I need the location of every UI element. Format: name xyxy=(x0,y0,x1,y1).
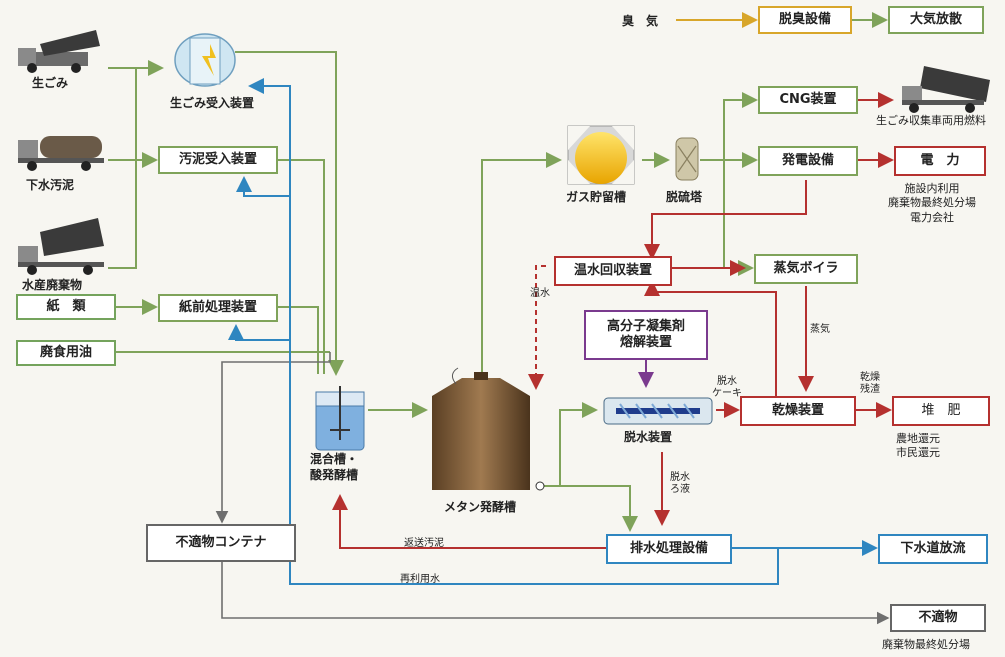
paper-pretreatment-box: 紙前処理装置 xyxy=(158,294,278,322)
input-odor-label: 臭 気 xyxy=(622,14,659,28)
dewatering-label: 脱水装置 xyxy=(624,430,673,444)
filtrate-flow-label-1: 脱水 xyxy=(670,472,690,483)
cake-flow-label: 脱水 ケーキ xyxy=(712,376,742,400)
cake-flow-label-2: ケーキ xyxy=(712,388,742,399)
output-atmosphere-box: 大気放散 xyxy=(888,6,984,34)
compost-use-note-2: 市民還元 xyxy=(896,446,940,460)
mixing-tank-label-line1: 混合槽・ xyxy=(310,452,359,466)
output-compost-box: 堆 肥 xyxy=(892,396,990,426)
garbage-receiver-icon xyxy=(174,33,236,87)
gas-holder-icon xyxy=(567,125,635,185)
steam-boiler-box: 蒸気ボイラ xyxy=(754,254,858,284)
dryer-box: 乾燥装置 xyxy=(740,396,856,426)
polymer-dissolver-line2: 熔解装置 xyxy=(619,335,672,350)
input-sewage-sludge-label: 下水汚泥 xyxy=(26,178,75,192)
filtrate-flow-label-2: ろ液 xyxy=(670,484,690,495)
collection-truck-icon xyxy=(902,66,990,113)
mixing-tank-label-line2: 酸発酵槽 xyxy=(310,467,359,482)
unsuitable-use-note: 廃棄物最終処分場 xyxy=(882,638,970,651)
dump-truck-icon xyxy=(18,218,104,275)
desulfurizer-label: 脱硫塔 xyxy=(666,190,703,204)
input-paper: 紙 類 xyxy=(16,294,116,320)
power-use-note-3: 電力会社 xyxy=(910,210,954,224)
cng-use-note: 生ごみ収集車両用燃料 xyxy=(876,114,986,127)
methane-tank-icon xyxy=(432,367,545,491)
polymer-dissolver-line1: 高分子凝集剤 xyxy=(606,318,685,334)
deodorizer-box: 脱臭設備 xyxy=(758,6,852,34)
steam-flow-label: 蒸気 xyxy=(810,324,830,335)
methane-tank-label: メタン発酵槽 xyxy=(444,500,517,514)
dry-residue-flow-label: 乾燥 残渣 xyxy=(860,372,880,396)
tank-truck-icon xyxy=(18,136,104,171)
garbage-receiver-label: 生ごみ受入装置 xyxy=(170,96,255,110)
power-use-note-2: 廃棄物最終処分場 xyxy=(888,196,976,210)
mixing-tank-label: 混合槽・ 酸発酵槽 xyxy=(310,452,358,483)
hot-water-recovery-box: 温水回収装置 xyxy=(554,256,672,286)
power-use-note: 施設内利用 廃棄物最終処分場 電力会社 xyxy=(888,182,976,225)
desulfurizer-icon xyxy=(675,137,699,181)
polymer-dissolver-box: 高分子凝集剤 熔解装置 xyxy=(584,310,708,360)
compost-use-note: 農地還元 市民還元 xyxy=(896,432,940,461)
hot-water-flow-label: 温水 xyxy=(530,288,550,299)
output-sewer-box: 下水道放流 xyxy=(878,534,988,564)
wastewater-treatment-box: 排水処理設備 xyxy=(606,534,732,564)
filtrate-flow-label: 脱水 ろ液 xyxy=(670,472,690,496)
sludge-receiver-box: 汚泥受入装置 xyxy=(158,146,278,174)
power-use-note-1: 施設内利用 xyxy=(904,182,960,195)
reuse-water-flow-label: 再利用水 xyxy=(400,574,440,585)
gas-holder-label: ガス貯留槽 xyxy=(566,190,627,204)
garbage-truck-icon xyxy=(18,30,100,73)
cake-flow-label-1: 脱水 xyxy=(717,376,737,387)
generator-box: 発電設備 xyxy=(758,146,858,176)
input-seafood-waste-label: 水産廃棄物 xyxy=(22,278,83,292)
output-power-box: 電 力 xyxy=(894,146,986,176)
dewatering-unit-icon xyxy=(603,397,713,425)
dry-residue-flow-label-2: 残渣 xyxy=(860,384,880,395)
input-waste-oil: 廃食用油 xyxy=(16,340,116,366)
unsuitable-container-box: 不適物コンテナ xyxy=(146,524,296,562)
return-sludge-flow-label: 返送汚泥 xyxy=(404,538,444,549)
dry-residue-flow-label-1: 乾燥 xyxy=(860,372,880,383)
input-garbage-label: 生ごみ xyxy=(32,76,69,90)
cng-box: CNG装置 xyxy=(758,86,858,114)
compost-use-note-1: 農地還元 xyxy=(896,432,940,445)
output-unsuitable-box: 不適物 xyxy=(890,604,986,632)
mixing-tank-icon xyxy=(315,386,365,451)
